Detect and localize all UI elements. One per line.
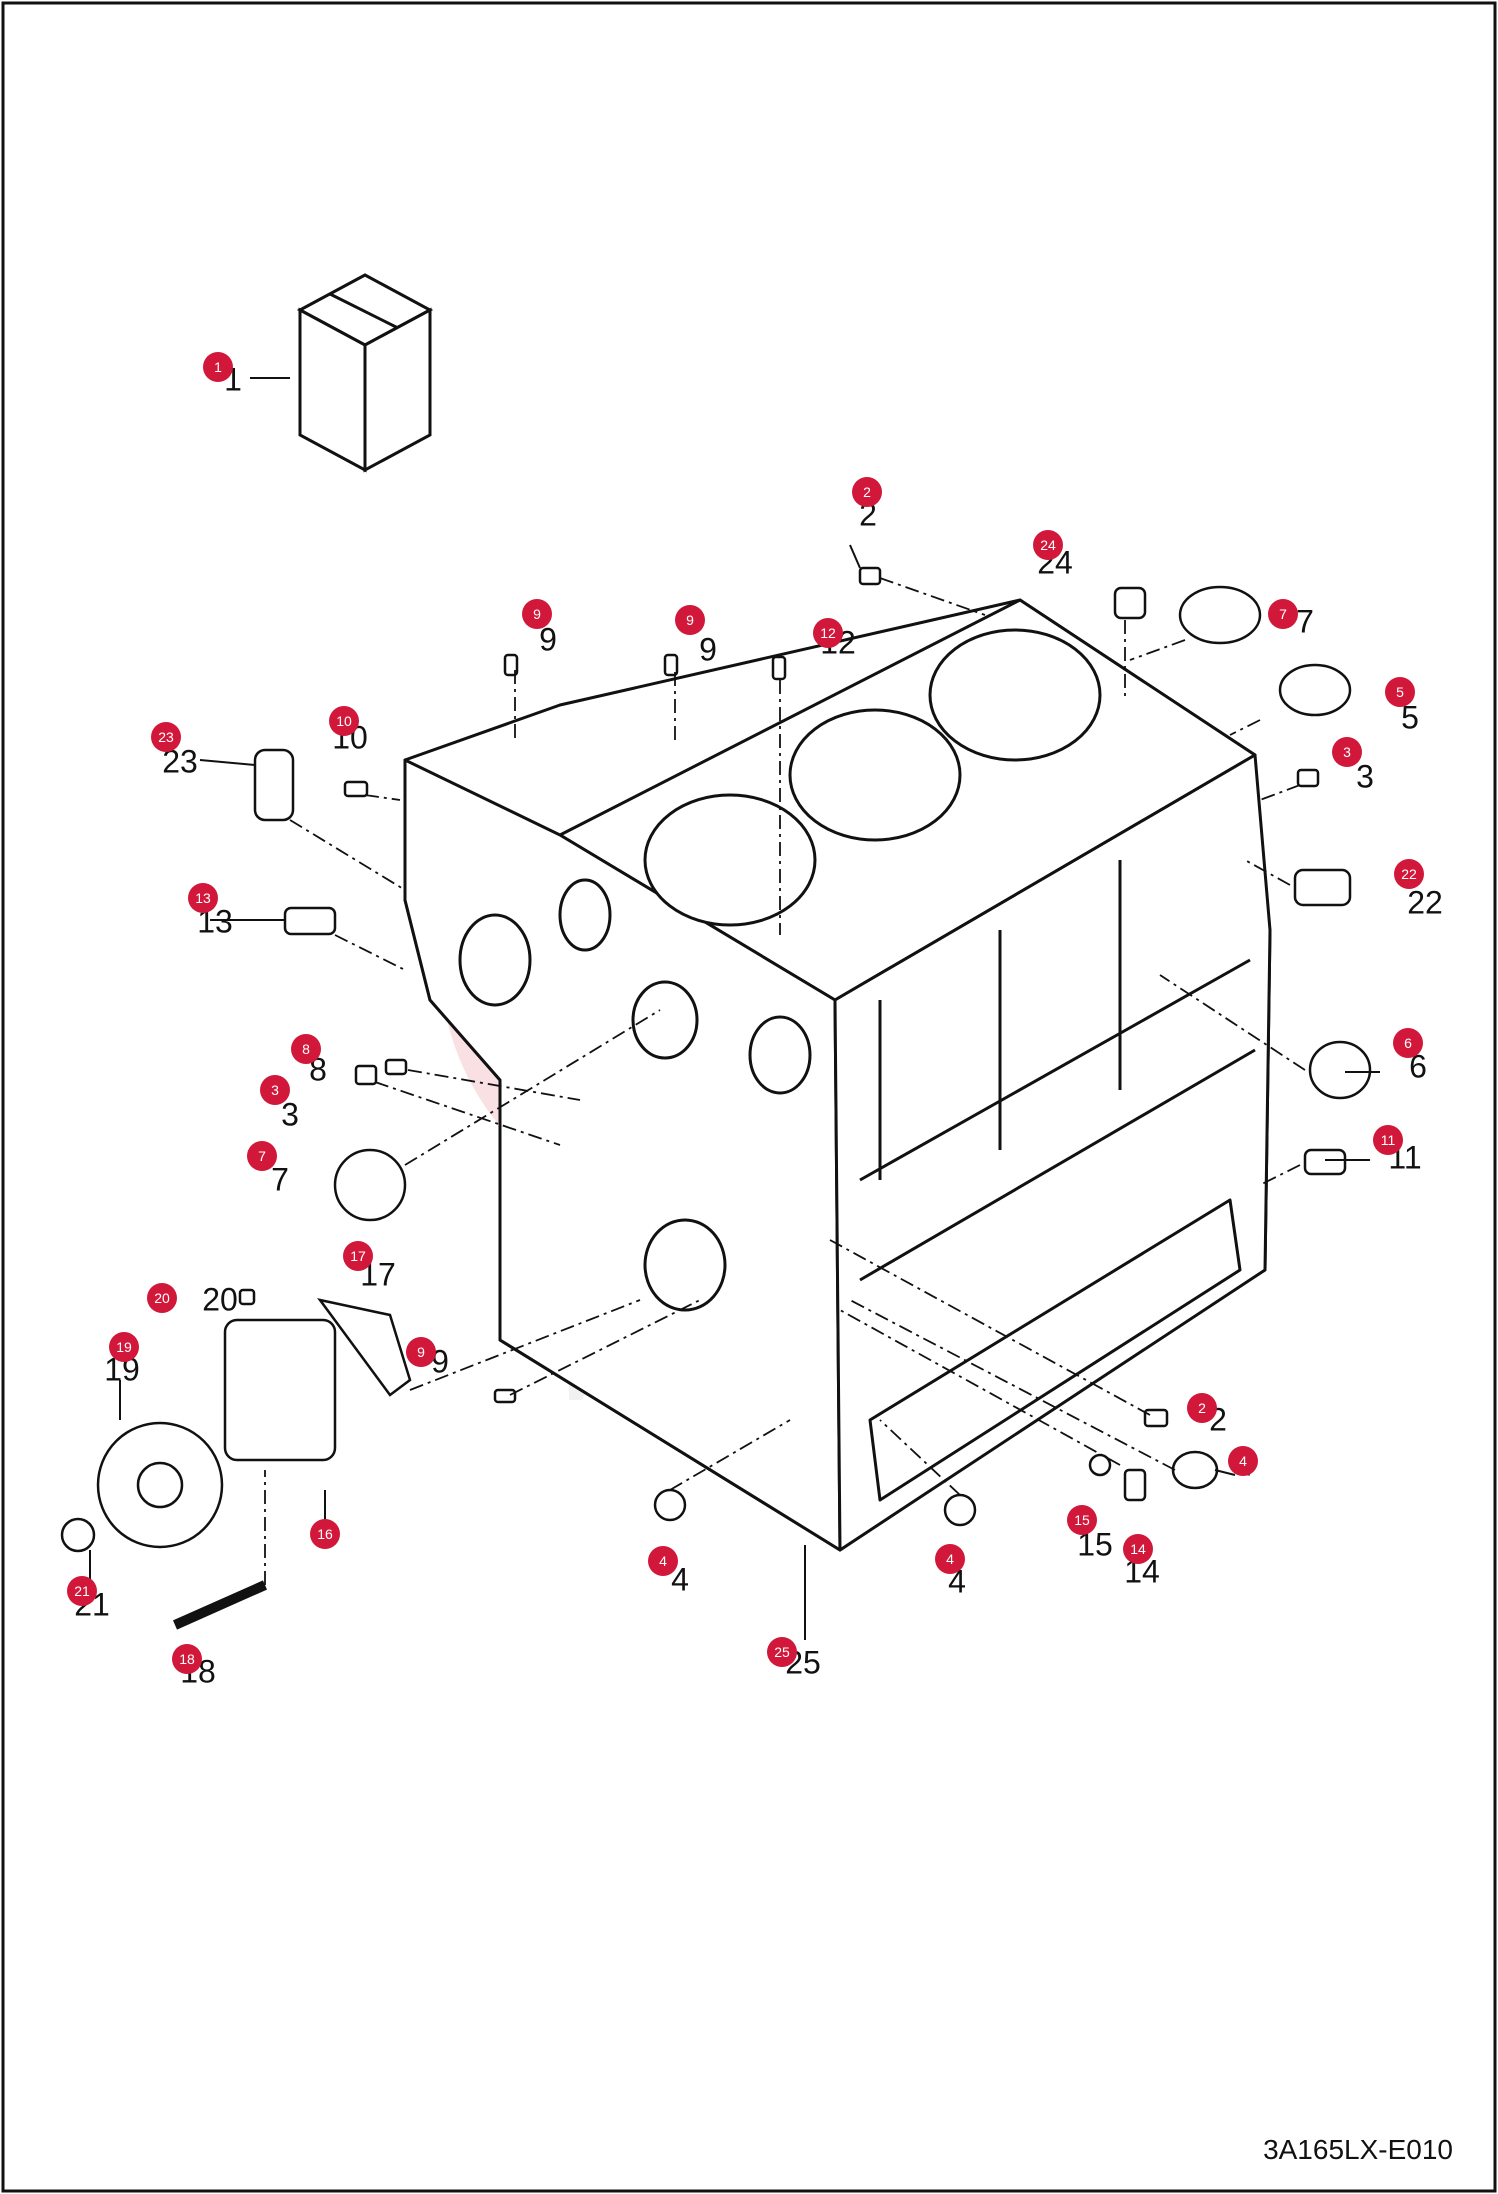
callout-number: 7	[271, 1161, 289, 1198]
callout-number: 3	[281, 1096, 299, 1133]
ref-badge-24[interactable]: 24	[1033, 530, 1063, 560]
ref-badge-5[interactable]: 5	[1385, 677, 1415, 707]
ref-badge-25[interactable]: 25	[767, 1637, 797, 1667]
ref-badge-4[interactable]: 4	[648, 1546, 678, 1576]
ref-badge-9[interactable]: 9	[675, 605, 705, 635]
callout-number: 6	[1409, 1048, 1427, 1085]
ref-badge-7[interactable]: 7	[1268, 599, 1298, 629]
callout-number: 5	[1401, 699, 1419, 736]
ref-badge-3[interactable]: 3	[260, 1075, 290, 1105]
assembly-lines	[264, 577, 1306, 1585]
ref-badge-19[interactable]: 19	[109, 1332, 139, 1362]
ref-badge-22[interactable]: 22	[1394, 859, 1424, 889]
ref-badge-1[interactable]: 1	[203, 352, 233, 382]
callout-number: 9	[699, 631, 717, 668]
ref-badge-20[interactable]: 20	[147, 1283, 177, 1313]
ref-badge-11[interactable]: 11	[1373, 1125, 1403, 1155]
callout-number: 20	[202, 1281, 238, 1318]
ref-badge-9[interactable]: 9	[522, 599, 552, 629]
drawing-code-label: 3A165LX-E010	[1263, 2134, 1453, 2165]
leader-lines	[89, 544, 1380, 1640]
part-kit-box	[296, 273, 434, 473]
ref-badge-2[interactable]: 2	[1187, 1393, 1217, 1423]
ref-badge-17[interactable]: 17	[343, 1241, 373, 1271]
ref-badge-21[interactable]: 21	[67, 1576, 97, 1606]
ref-badge-2[interactable]: 2	[852, 477, 882, 507]
ref-badge-16[interactable]: 16	[310, 1519, 340, 1549]
callout-number: 22	[1407, 884, 1443, 921]
ref-badge-7[interactable]: 7	[247, 1141, 277, 1171]
crankcase	[403, 598, 1272, 1552]
ref-badge-23[interactable]: 23	[151, 722, 181, 752]
callout-number: 9	[539, 621, 557, 658]
ref-badge-9[interactable]: 9	[406, 1337, 436, 1367]
small-parts	[60, 566, 1372, 1630]
ref-badge-10[interactable]: 10	[329, 706, 359, 736]
ref-badge-8[interactable]: 8	[291, 1034, 321, 1064]
ref-badge-14[interactable]: 14	[1123, 1534, 1153, 1564]
callout-number: 4	[671, 1561, 689, 1598]
callout-number: 7	[1296, 603, 1314, 640]
ref-badge-4[interactable]: 4	[935, 1544, 965, 1574]
ref-badge-4[interactable]: 4	[1228, 1446, 1258, 1476]
ref-badge-18[interactable]: 18	[172, 1644, 202, 1674]
ref-badge-13[interactable]: 13	[188, 883, 218, 913]
ref-badge-15[interactable]: 15	[1067, 1505, 1097, 1535]
ref-badge-12[interactable]: 12	[813, 618, 843, 648]
ref-badge-6[interactable]: 6	[1393, 1028, 1423, 1058]
callout-number: 3	[1356, 758, 1374, 795]
ref-badge-3[interactable]: 3	[1332, 737, 1362, 767]
